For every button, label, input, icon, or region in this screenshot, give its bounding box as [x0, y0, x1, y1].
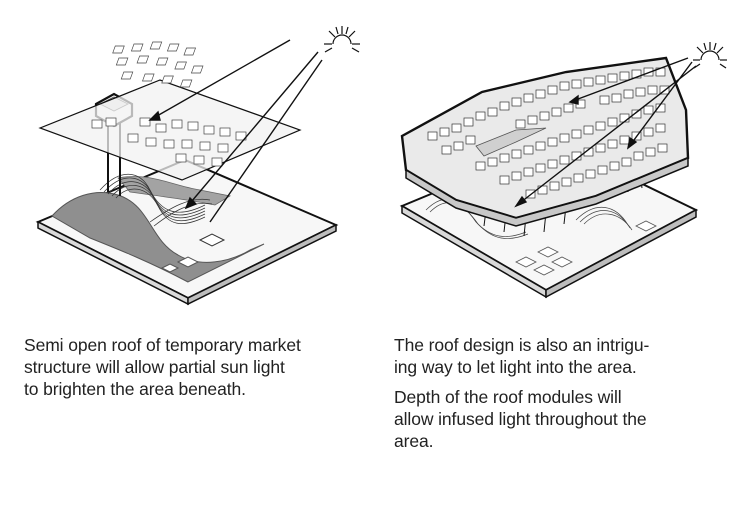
sun-rays	[148, 39, 323, 223]
tensile-structure	[99, 174, 213, 227]
right-caption-paragraph-1: The roof design is also an intrigu- ing …	[394, 334, 714, 378]
modular-roof	[400, 56, 690, 227]
sun-rays	[514, 57, 697, 208]
caption-line: Semi open roof of temporary market	[24, 335, 301, 355]
caption-line: allow infused light throughout the	[394, 409, 647, 429]
caption-line: The roof design is also an intrigu-	[394, 335, 650, 355]
caption-line: to brighten the area beneath.	[24, 379, 246, 399]
left-caption-text: Semi open roof of temporary market struc…	[24, 334, 364, 400]
caption-line: area.	[394, 431, 434, 451]
modular-roof-diagram	[399, 42, 727, 299]
caption-line: ing way to let light into the area.	[394, 357, 637, 377]
roof-panel	[38, 41, 302, 181]
right-caption: The roof design is also an intrigu- ing …	[394, 334, 714, 452]
caption-line: structure will allow partial sun light	[24, 357, 285, 377]
ground-slab	[35, 158, 339, 306]
sun-icon	[693, 42, 727, 69]
right-caption-paragraph-2: Depth of the roof modules will allow inf…	[394, 386, 714, 452]
semi-open-roof-diagram	[35, 26, 360, 306]
caption-line: Depth of the roof modules will	[394, 387, 622, 407]
left-caption: Semi open roof of temporary market struc…	[24, 334, 364, 400]
sun-icon	[324, 26, 360, 53]
